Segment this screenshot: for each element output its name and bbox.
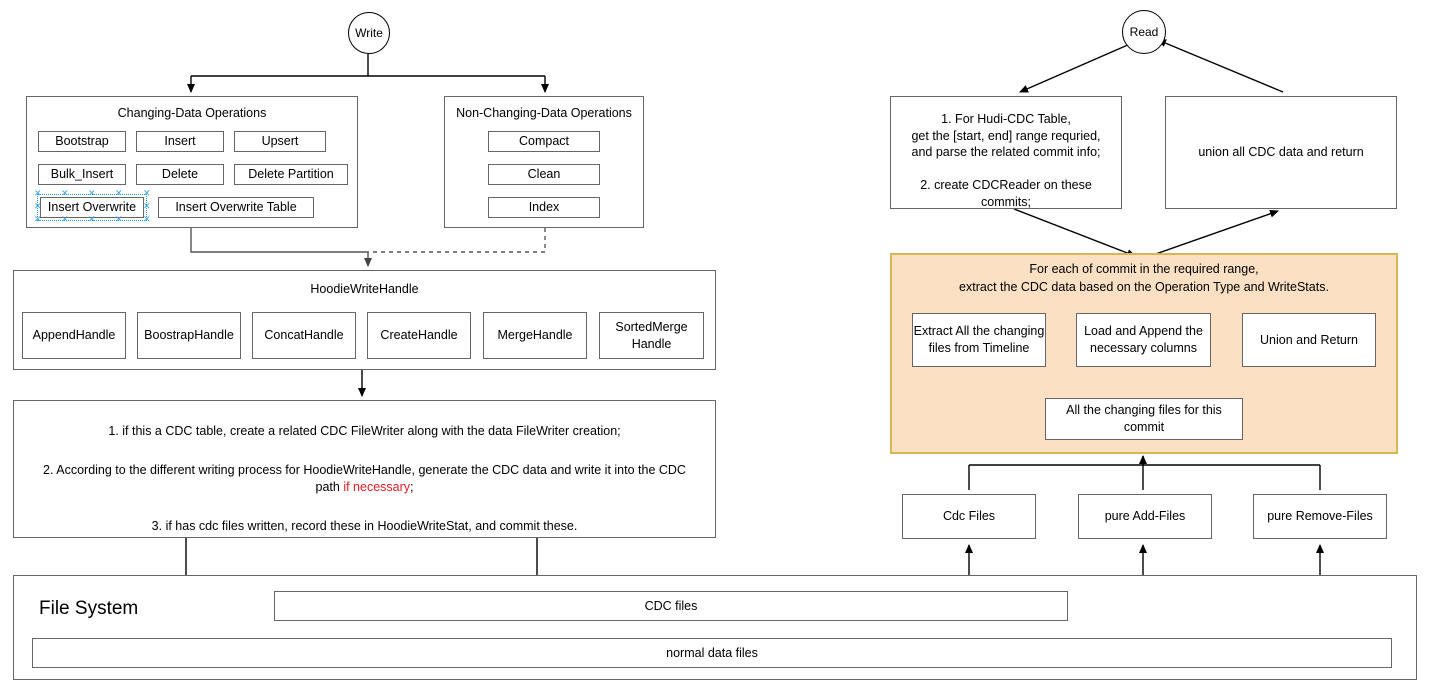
op-insert-overwrite-table-label: Insert Overwrite Table (175, 200, 297, 215)
op-delete-partition-label: Delete Partition (248, 167, 334, 182)
op-insert-label: Insert (164, 134, 196, 149)
op-insert-overwrite[interactable]: Insert Overwrite (40, 197, 144, 218)
handle-merge[interactable]: MergeHandle (483, 312, 587, 359)
per-commit-title-line-1: For each of commit in the required range… (1029, 262, 1259, 276)
write-note-2-main: 2. According to the different writing pr… (43, 462, 686, 477)
step-all-changing-files-for-commit-label: All the changing files for this commit (1066, 403, 1222, 434)
resize-handle-ne2[interactable]: ✕ (143, 189, 151, 199)
resize-handle-se2[interactable]: ✕ (143, 215, 151, 225)
resize-handle-n[interactable]: ✕ (61, 189, 69, 199)
resize-handle-s2[interactable]: ✕ (88, 215, 96, 225)
read-start-label: Read (1129, 25, 1159, 39)
op-compact[interactable]: Compact (488, 131, 600, 152)
handle-concat-label: ConcatHandle (264, 328, 344, 343)
cdc-reader-line-4: 2. create CDCReader on these (920, 178, 1092, 192)
resize-handle-e[interactable]: ✕ (143, 202, 151, 212)
changing-data-operations-title: Changing-Data Operations (117, 106, 267, 120)
cdc-reader-box[interactable]: 1. For Hudi-CDC Table, get the [start, e… (890, 96, 1122, 209)
write-start-label: Write (355, 26, 383, 40)
file-kind-pure-remove-files[interactable]: pure Remove-Files (1253, 494, 1387, 539)
op-insert[interactable]: Insert (136, 131, 224, 152)
non-changing-data-operations-group[interactable]: Non-Changing-Data Operations (444, 96, 644, 228)
file-kind-pure-add-files-label: pure Add-Files (1104, 509, 1186, 524)
handle-append-label: AppendHandle (32, 328, 116, 343)
read-start-node[interactable]: Read (1122, 10, 1166, 54)
write-note-2: 2. According to the different writing pr… (28, 462, 701, 496)
step-extract-changing-files-label: Extract All the changing files from Time… (913, 324, 1045, 355)
resize-handle-n2[interactable]: ✕ (88, 189, 96, 199)
handle-boostrap[interactable]: BoostrapHandle (137, 312, 241, 359)
step-union-and-return-label: Union and Return (1260, 332, 1358, 347)
file-kind-pure-remove-files-label: pure Remove-Files (1267, 509, 1373, 524)
write-note-2-prefix: path (315, 479, 344, 494)
cdc-reader-text: 1. For Hudi-CDC Table, get the [start, e… (891, 111, 1121, 210)
resize-handle-nw[interactable]: ✕ (34, 189, 42, 199)
op-index[interactable]: Index (488, 197, 600, 218)
write-note-2-emphasis: if necessary (343, 479, 411, 494)
op-upsert-label: Upsert (261, 134, 299, 149)
write-notes-box[interactable]: 1. if this a CDC table, create a related… (13, 400, 716, 538)
handle-merge-label: MergeHandle (497, 328, 573, 343)
write-note-3: 3. if has cdc files written, record thes… (151, 518, 578, 533)
step-load-append-columns-label: Load and Append the necessary columns (1084, 324, 1203, 355)
cdc-reader-line-5: commits; (981, 194, 1031, 209)
write-note-1: 1. if this a CDC table, create a related… (108, 424, 621, 438)
handle-sorted-merge[interactable]: SortedMerge Handle (599, 312, 704, 359)
normal-data-files-store[interactable]: normal data files (32, 638, 1392, 668)
op-clean-label: Clean (527, 167, 561, 182)
file-kind-cdc-files-label: Cdc Files (942, 509, 996, 524)
op-index-label: Index (528, 200, 560, 215)
write-start-node[interactable]: Write (348, 12, 390, 54)
op-delete-label: Delete (161, 167, 199, 182)
cdc-files-store-label: CDC files (644, 598, 698, 613)
op-bulk-insert[interactable]: Bulk_Insert (38, 164, 126, 185)
handle-concat[interactable]: ConcatHandle (252, 312, 356, 359)
op-upsert[interactable]: Upsert (234, 131, 326, 152)
write-note-2-suffix: ; (410, 479, 414, 494)
resize-handle-s[interactable]: ✕ (61, 215, 69, 225)
resize-handle-w[interactable]: ✕ (34, 202, 42, 212)
handle-boostrap-label: BoostrapHandle (144, 328, 234, 343)
op-bulk-insert-label: Bulk_Insert (50, 167, 114, 182)
file-kind-pure-add-files[interactable]: pure Add-Files (1078, 494, 1212, 539)
union-all-cdc-label: union all CDC data and return (1198, 145, 1364, 160)
op-bootstrap-label: Bootstrap (55, 134, 109, 149)
cdc-reader-line-1: 1. For Hudi-CDC Table, (941, 112, 1071, 126)
step-extract-changing-files[interactable]: Extract All the changing files from Time… (912, 313, 1046, 367)
handle-create[interactable]: CreateHandle (367, 312, 471, 359)
op-compact-label: Compact (518, 134, 570, 149)
op-delete[interactable]: Delete (136, 164, 224, 185)
op-delete-partition[interactable]: Delete Partition (234, 164, 348, 185)
step-load-append-columns[interactable]: Load and Append the necessary columns (1076, 313, 1211, 367)
per-commit-title-line-2: extract the CDC data based on the Operat… (959, 280, 1329, 295)
op-clean[interactable]: Clean (488, 164, 600, 185)
file-kind-cdc-files[interactable]: Cdc Files (902, 494, 1036, 539)
resize-handle-sw[interactable]: ✕ (34, 215, 42, 225)
per-commit-extraction-title: For each of commit in the required range… (890, 260, 1398, 296)
op-insert-overwrite-label: Insert Overwrite (47, 200, 137, 215)
non-changing-data-operations-title: Non-Changing-Data Operations (456, 106, 632, 120)
hoodie-write-handle-group[interactable]: HoodieWriteHandle (13, 270, 716, 370)
normal-data-files-store-label: normal data files (666, 645, 758, 660)
resize-handle-ne[interactable]: ✕ (115, 189, 123, 199)
file-system-label: File System (39, 598, 139, 619)
hoodie-write-handle-title: HoodieWriteHandle (310, 282, 419, 296)
resize-handle-se[interactable]: ✕ (115, 215, 123, 225)
union-all-cdc-box[interactable]: union all CDC data and return (1165, 96, 1397, 209)
op-bootstrap[interactable]: Bootstrap (38, 131, 126, 152)
op-insert-overwrite-table[interactable]: Insert Overwrite Table (158, 197, 314, 218)
handle-append[interactable]: AppendHandle (22, 312, 126, 359)
handle-sorted-merge-label: SortedMerge Handle (615, 319, 688, 351)
cdc-reader-line-2: get the [start, end] range requried, (911, 128, 1101, 143)
cdc-files-store[interactable]: CDC files (274, 591, 1068, 621)
step-union-and-return[interactable]: Union and Return (1242, 313, 1376, 367)
cdc-reader-line-3: and parse the related commit info; (911, 145, 1101, 159)
step-all-changing-files-for-commit[interactable]: All the changing files for this commit (1045, 398, 1243, 440)
handle-create-label: CreateHandle (380, 328, 458, 343)
